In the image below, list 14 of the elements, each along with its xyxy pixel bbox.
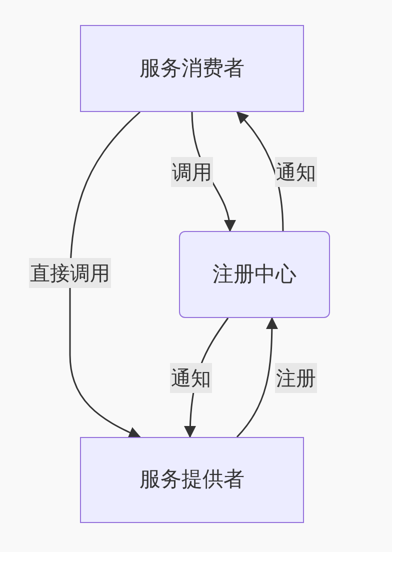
node-label: 服务提供者	[140, 466, 244, 494]
process-box	[179, 231, 330, 318]
process-box	[80, 25, 304, 112]
edge-label: 直接调用	[29, 258, 111, 288]
arrow	[236, 111, 284, 232]
edge-label: 注册	[275, 363, 317, 393]
edge-label: 通知	[275, 157, 317, 187]
edge-label: 调用	[171, 157, 213, 187]
node-label: 注册中心	[212, 260, 296, 288]
node-label: 服务消费者	[140, 54, 244, 82]
edge-label: 通知	[170, 363, 212, 393]
arrow	[69, 111, 141, 438]
process-box	[80, 437, 304, 523]
arrow	[236, 317, 278, 438]
